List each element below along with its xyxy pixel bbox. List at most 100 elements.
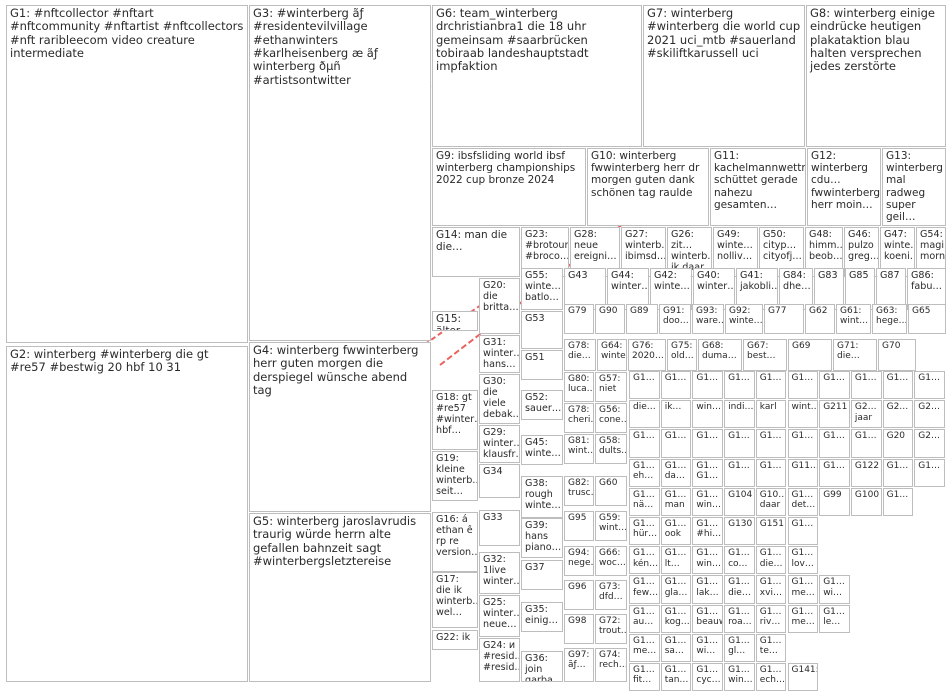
- group-g51: G51: [521, 350, 563, 380]
- group-label: G58: dults…: [599, 436, 624, 457]
- group-g66: G66: woc…: [595, 546, 627, 576]
- group-label: G1…: [792, 373, 816, 383]
- group-label: G35: einig…: [525, 604, 560, 626]
- group-label: G1… wi…: [696, 636, 720, 657]
- group-label: G92: winte…: [729, 306, 760, 327]
- group-label: G12: winterberg cdu… fwwinterberg herr m…: [811, 150, 878, 211]
- small-group-cell: G99: [819, 488, 850, 516]
- group-label: G1… man: [665, 490, 689, 511]
- group-label: indi…: [728, 402, 752, 412]
- group-label: G53: [525, 313, 560, 324]
- group-g7: G7: winterberg #winterberg die world cup…: [643, 5, 805, 147]
- small-group-cell: G1… die…: [756, 546, 787, 574]
- group-g96: G96: [564, 580, 594, 610]
- small-group-cell: G1…: [629, 371, 660, 399]
- group-label: G71: die…: [837, 341, 874, 362]
- group-label: G34: [483, 466, 517, 477]
- small-group-cell: G1… win…: [692, 546, 723, 574]
- small-group-cell: G1… hür…: [629, 517, 660, 545]
- group-g63: G63: hege…: [872, 304, 907, 334]
- group-label: G1… ook: [665, 519, 689, 540]
- group-label: G78: die…: [568, 341, 593, 362]
- group-g24: G24: и #resid… #resid…: [479, 638, 520, 682]
- group-label: G1…: [760, 461, 784, 471]
- group-label: G1… gla…: [665, 577, 689, 598]
- group-label: G37: [525, 562, 560, 573]
- group-label: G18: gt #re57 #winter… hbf…: [436, 392, 475, 437]
- group-g82: G82: trusc…: [564, 476, 594, 506]
- group-label: G83: [818, 270, 841, 281]
- group-label: G93: ware…: [696, 306, 721, 327]
- small-group-cell: G1…: [914, 371, 945, 399]
- group-label: G95: [568, 513, 591, 523]
- group-label: G1…: [823, 461, 847, 471]
- group-g39: G39: hans piano…: [521, 518, 563, 558]
- group-label: G15: älter: [436, 313, 475, 331]
- group-label: G1… kog…: [665, 607, 689, 628]
- group-label: G1…: [918, 373, 942, 383]
- group-label: die…: [633, 402, 657, 412]
- group-label: G4: winterberg fwwinterberg herr guten m…: [253, 344, 428, 397]
- small-group-cell: G1… gla…: [661, 575, 692, 603]
- small-group-cell: G1…: [819, 371, 850, 399]
- group-g69: G69: [788, 339, 832, 371]
- group-g6: G6: team_winterberg drchristianbra1 die …: [432, 5, 642, 147]
- group-label: G56: cone…: [599, 405, 624, 426]
- group-g20: G20: die britta…: [479, 278, 520, 334]
- group-label: G1… few…: [633, 577, 657, 598]
- small-group-cell: G1… man: [661, 488, 692, 516]
- group-g29: G29: winter… klausfr…: [479, 425, 520, 463]
- group-label: G2… jaar: [855, 402, 879, 423]
- group-g36: G36: join garba…: [521, 651, 563, 682]
- small-group-cell: G1… lak…: [692, 575, 723, 603]
- group-label: G49: winte… nolliv…: [717, 229, 755, 262]
- group-label: G1…: [696, 431, 720, 441]
- group-label: G1…: [728, 431, 752, 441]
- group-label: G1… nä…: [633, 490, 657, 511]
- group-label: G86: fabu…: [911, 270, 943, 292]
- small-group-cell: G1…: [661, 371, 692, 399]
- group-g77: G77: [764, 304, 804, 334]
- group-label: G1…: [887, 490, 911, 500]
- group-label: G20: [887, 431, 911, 441]
- group-label: G1…: [823, 373, 847, 383]
- group-label: G11…: [792, 461, 816, 471]
- small-group-cell: G1… die…: [724, 575, 755, 603]
- group-g25: G25: winter… neue…: [479, 595, 520, 637]
- group-g59: G59: wint…: [595, 511, 627, 541]
- group-g81: G81: wint…: [564, 434, 594, 464]
- small-group-cell: G1…: [756, 371, 787, 399]
- small-group-cell: G1…: [851, 429, 882, 457]
- group-label: G1… det…: [792, 490, 816, 511]
- group-label: G1…: [760, 431, 784, 441]
- group-g35: G35: einig…: [521, 602, 563, 632]
- group-g79: G79: [564, 304, 594, 334]
- small-group-cell: G104: [724, 488, 755, 516]
- group-label: G1… beauwin: [696, 607, 720, 628]
- small-group-cell: G1…: [724, 371, 755, 399]
- group-label: G2: winterberg #winterberg die gt #re57 …: [10, 348, 245, 375]
- small-group-cell: G1… roa…: [724, 605, 755, 633]
- group-label: G141:: [792, 665, 816, 675]
- group-label: G89: [630, 306, 655, 316]
- group-label: G62: [809, 306, 832, 316]
- group-label: G1… lov…: [792, 548, 816, 569]
- small-group-cell: G1…: [661, 429, 692, 457]
- group-g73: G73: dfd…: [595, 580, 627, 610]
- group-g31: G31: winter… hans…: [479, 335, 520, 373]
- group-g1: G1: #nftcollector #nftart #nftcommunity …: [6, 5, 248, 343]
- group-label: G65: [912, 306, 943, 316]
- small-group-cell: G1…: [819, 429, 850, 457]
- group-g9: G9: ibsfsliding world ibsf winterberg ch…: [432, 148, 586, 226]
- group-label: G1… roa…: [728, 607, 752, 628]
- small-group-cell: G1… G1…: [692, 459, 723, 487]
- group-label: G68: duma…: [702, 341, 739, 362]
- small-group-cell: G1… me…: [629, 634, 660, 662]
- group-label: G78: cheri…: [568, 405, 591, 426]
- small-group-cell: G1… xvi…: [756, 575, 787, 603]
- small-group-cell: G1…: [788, 371, 819, 399]
- group-label: G1…: [728, 461, 752, 471]
- group-label: G47: winte… koeni…: [884, 229, 912, 262]
- group-g4: G4: winterberg fwwinterberg herr guten m…: [249, 342, 431, 512]
